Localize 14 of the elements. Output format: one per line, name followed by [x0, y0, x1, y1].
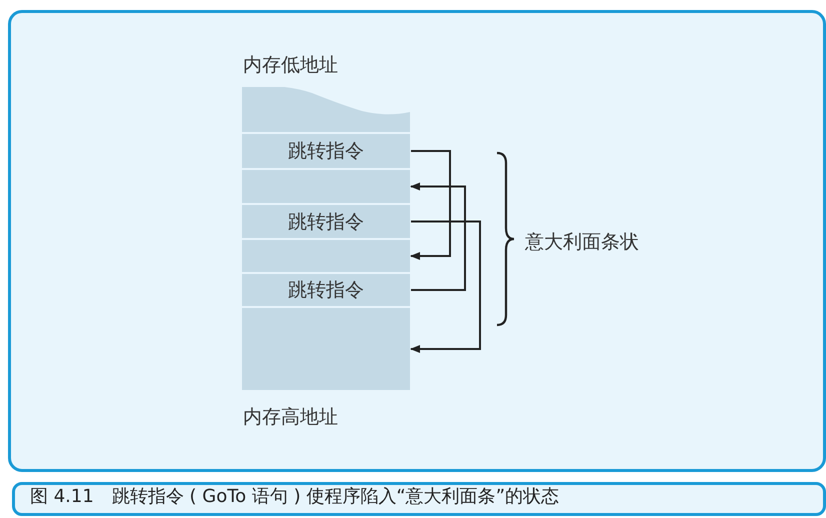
caption: 图 4.11 跳转指令 ( GoTo 语句 ) 使程序陷入“意大利面条”的状态	[30, 485, 560, 508]
brace-label: 意大利面条状	[525, 230, 639, 255]
instruction-row: 跳转指令	[242, 205, 410, 238]
arrow	[410, 150, 451, 260]
address-label: 内存低地址	[243, 53, 338, 78]
memory-block	[242, 87, 410, 132]
arrow	[410, 220, 481, 353]
memory-row	[242, 240, 410, 272]
memory-row	[242, 170, 410, 203]
instruction-row: 跳转指令	[242, 274, 410, 306]
instruction-row: 跳转指令	[242, 134, 410, 168]
arrow	[410, 182, 466, 291]
address-label: 内存高地址	[243, 405, 338, 430]
memory-row	[242, 308, 410, 390]
